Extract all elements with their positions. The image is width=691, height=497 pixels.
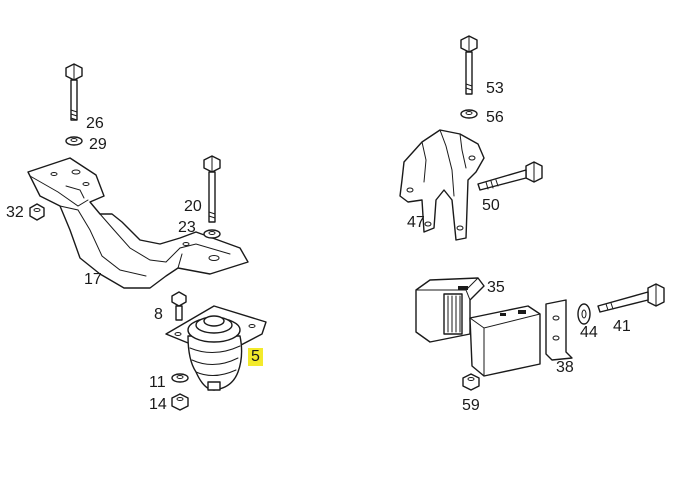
callout-11: 11 — [149, 374, 166, 391]
callout-32: 32 — [6, 204, 24, 221]
callout-41: 41 — [613, 318, 631, 335]
nut-14 — [171, 393, 189, 411]
callout-50: 50 — [482, 197, 500, 214]
callout-20: 20 — [184, 198, 202, 215]
washer-44 — [577, 303, 591, 325]
engine-mount-5 — [165, 305, 267, 391]
washer-11 — [171, 373, 189, 383]
callout-53: 53 — [486, 80, 504, 97]
bolt-53 — [460, 35, 478, 95]
callout-17: 17 — [84, 271, 102, 288]
washer-23 — [203, 229, 221, 239]
callout-59: 59 — [462, 397, 480, 414]
callout-14: 14 — [149, 396, 167, 413]
callout-56: 56 — [486, 109, 504, 126]
callout-8: 8 — [154, 306, 163, 323]
crossmember-17 — [27, 157, 249, 289]
bolt-8 — [171, 291, 187, 321]
callout-5: 5 — [248, 348, 263, 366]
control-unit-35 — [415, 277, 485, 343]
callout-35: 35 — [487, 279, 505, 296]
callout-38: 38 — [556, 359, 574, 376]
nut-32 — [29, 203, 45, 221]
callout-29: 29 — [89, 136, 107, 153]
callout-23: 23 — [178, 219, 196, 236]
callout-47: 47 — [407, 214, 425, 231]
bolt-26 — [65, 63, 83, 121]
bracket-38 — [545, 299, 573, 361]
bracket-47 — [399, 129, 485, 241]
callout-26: 26 — [86, 115, 104, 132]
bolt-50 — [477, 161, 543, 191]
washer-56 — [460, 109, 478, 119]
bolt-20 — [203, 155, 221, 223]
nut-59 — [462, 373, 480, 391]
washer-29 — [65, 136, 83, 146]
callout-44: 44 — [580, 324, 598, 341]
relay-box — [469, 305, 541, 377]
bolt-41 — [597, 283, 665, 313]
